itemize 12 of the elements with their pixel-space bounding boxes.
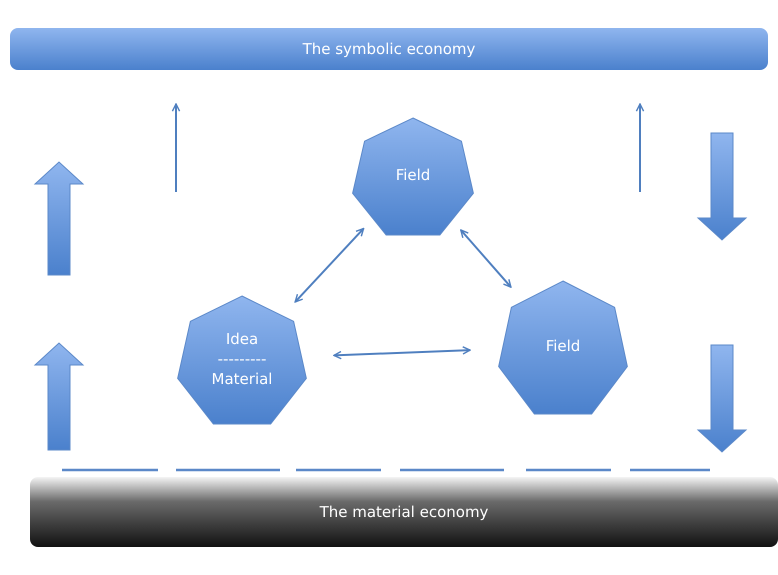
double-arrow <box>460 229 512 288</box>
double-arrow <box>333 346 471 360</box>
node-label: Material <box>212 369 272 390</box>
node-label: Field <box>396 165 430 186</box>
node-label: Idea <box>226 328 258 349</box>
node-label: Field <box>546 336 580 357</box>
node-label: The material economy <box>320 503 488 521</box>
banner <box>30 477 778 547</box>
banner <box>10 28 768 70</box>
node-label: --------- <box>218 348 266 370</box>
node-label: The symbolic economy <box>302 40 476 58</box>
double-arrow <box>294 228 364 303</box>
